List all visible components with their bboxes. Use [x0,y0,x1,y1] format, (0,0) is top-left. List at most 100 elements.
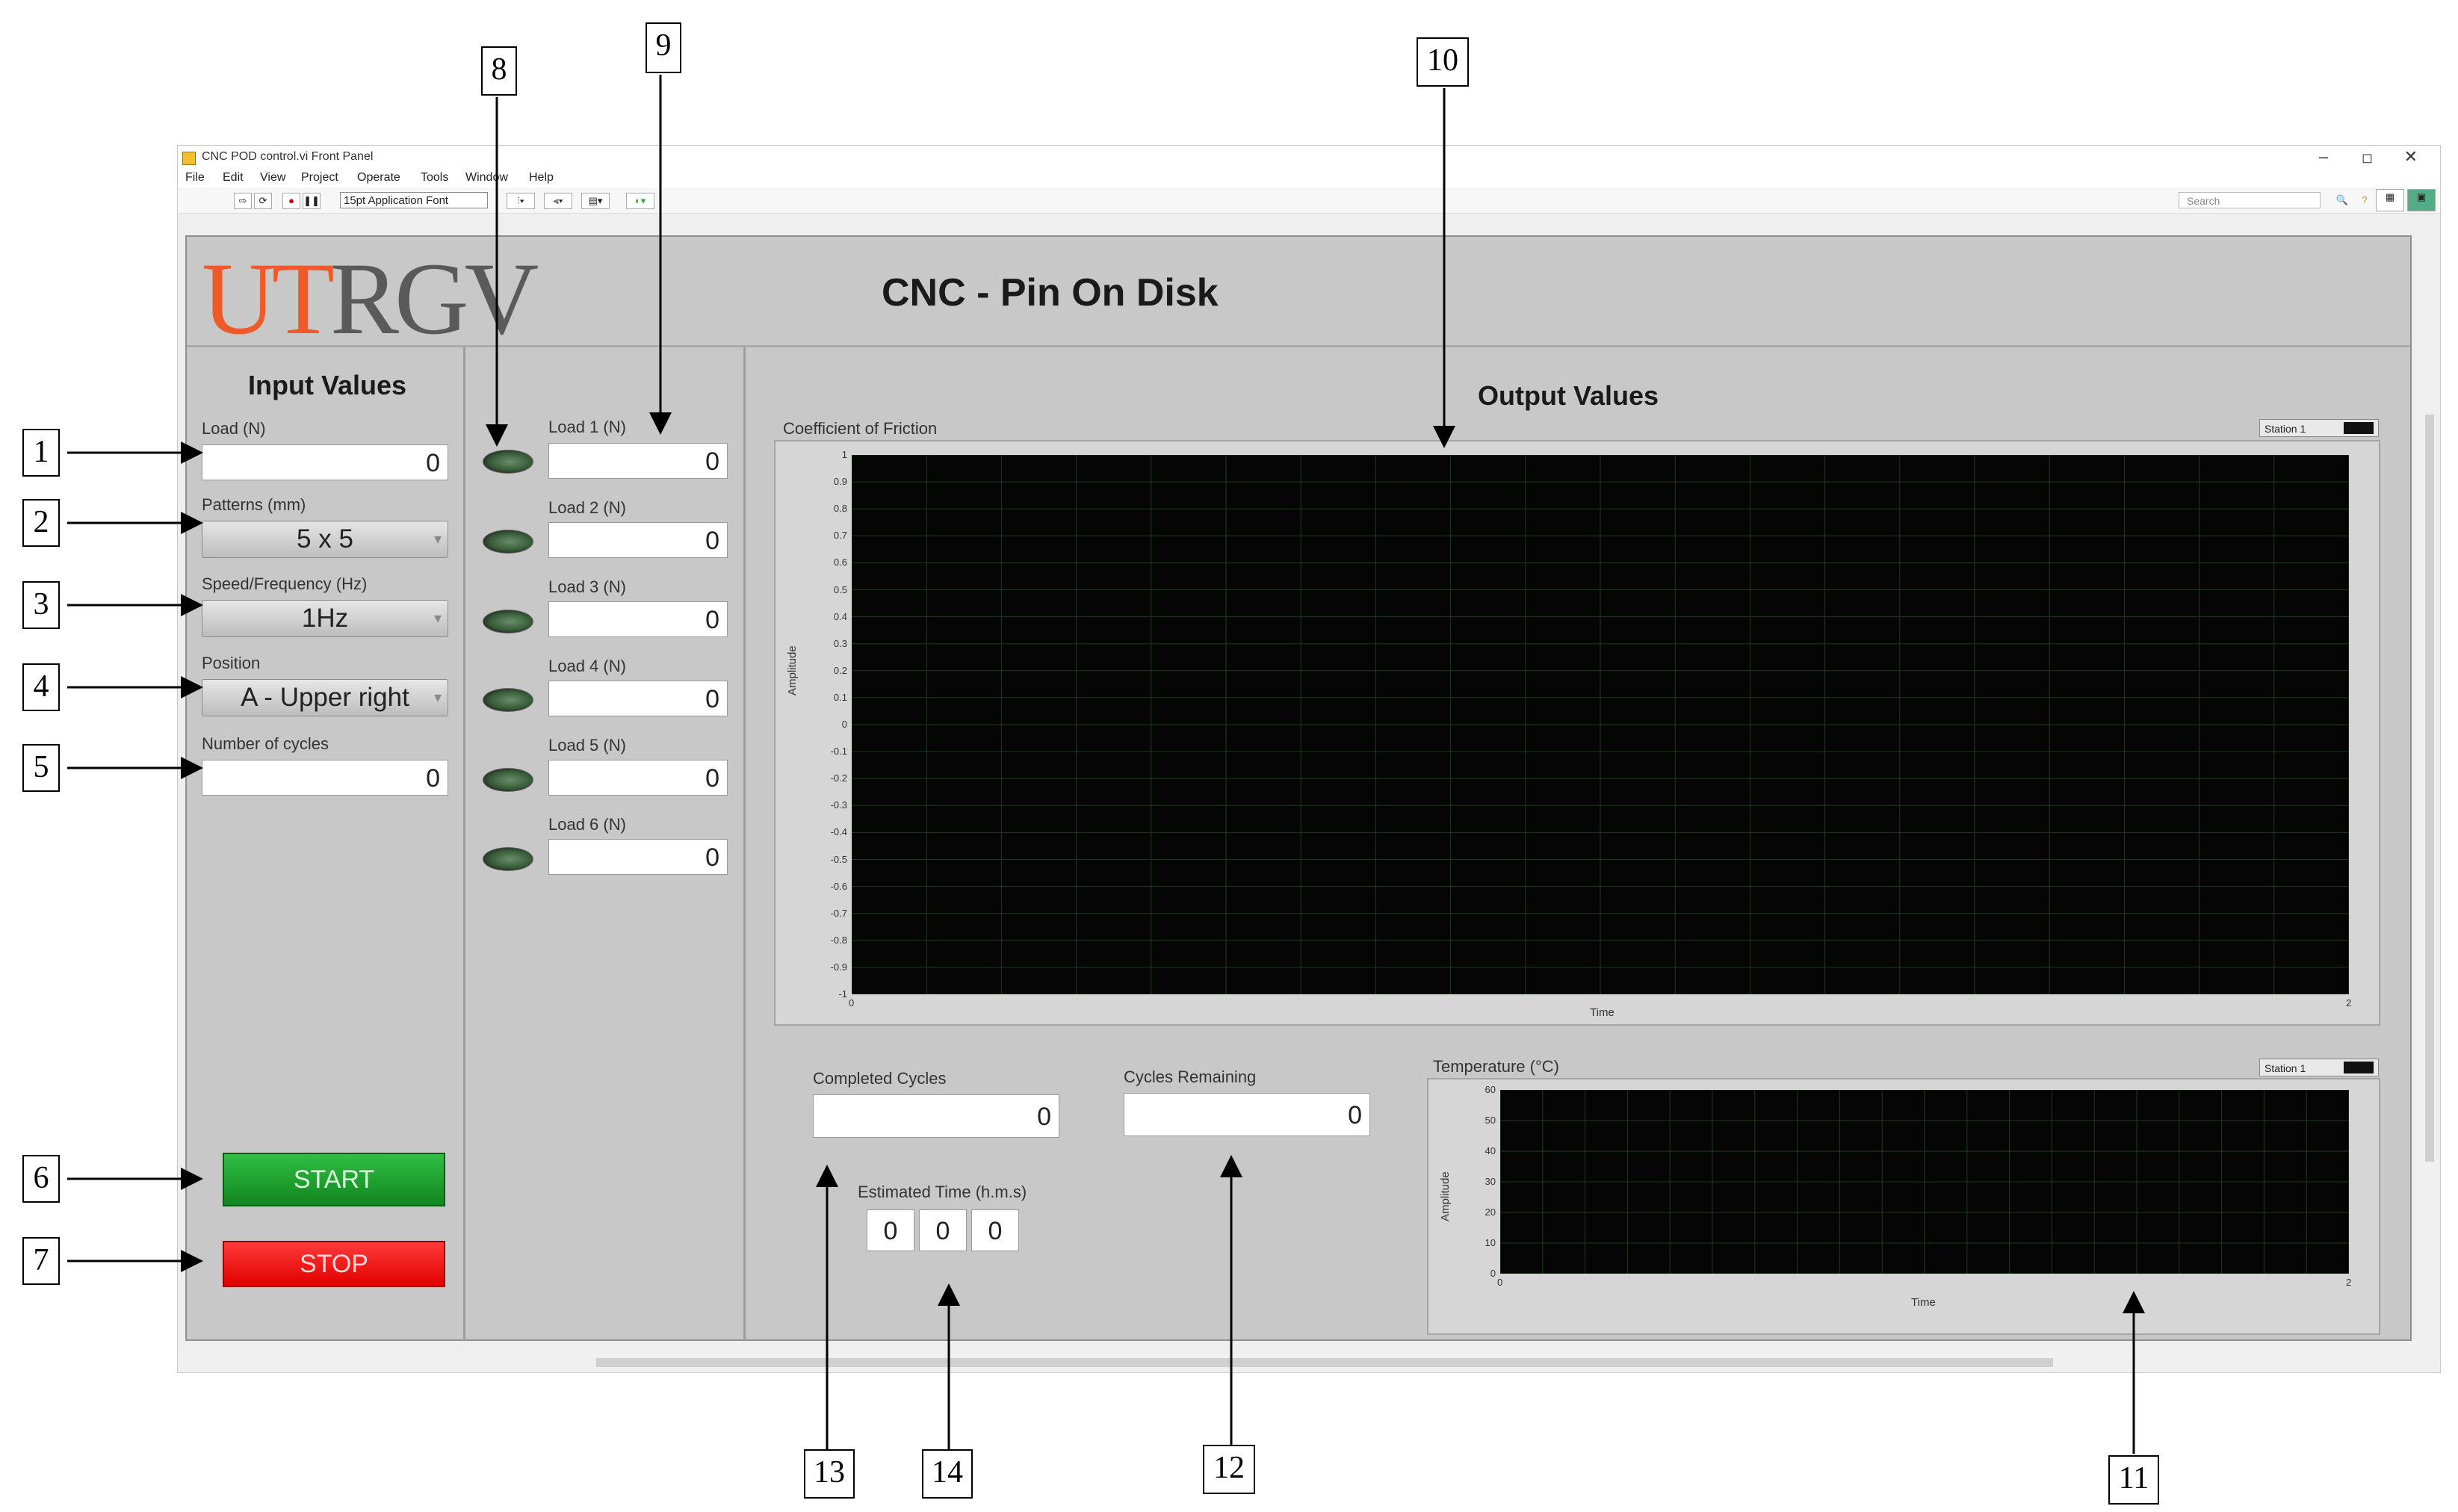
search-icon[interactable]: 🔍 [2335,194,2349,205]
callout-13: 13 [804,1449,855,1499]
callout-9: 9 [646,22,681,73]
y-tick-label: 60 [1485,1084,1496,1095]
y-tick-label: -0.3 [830,799,847,811]
start-button[interactable]: START [223,1153,445,1206]
cycles-input[interactable]: 0 [202,760,448,796]
load-3-led[interactable] [483,610,533,633]
y-tick-label: 0.1 [833,691,847,703]
menu-tools[interactable]: Tools [421,171,449,184]
load-1-label: Load 1 (N) [548,418,626,436]
y-tick-label: 0.8 [833,503,847,515]
dropdown-arrow-icon: ▾ [433,531,442,548]
y-tick-label: 1 [841,449,847,460]
maximize-button[interactable]: ◻ [2362,150,2373,165]
cof-plot-area[interactable] [852,455,2349,994]
load-6-value[interactable]: 0 [548,839,728,875]
distribute-objects-icon[interactable]: ⫷▾ [544,193,572,209]
page-title: CNC - Pin On Disk [882,271,1219,315]
callout-10: 10 [1417,37,1469,87]
load-1-value[interactable]: 0 [548,443,728,479]
utrgv-logo: UTRGV [202,241,539,356]
run-arrow-icon[interactable]: ⇨ [234,193,252,209]
scroll-thumb[interactable] [596,1358,2053,1367]
load-5-value[interactable]: 0 [548,760,728,796]
reorder-icon[interactable]: ◐▾ [626,193,654,209]
position-select[interactable]: A - Upper right▾ [202,679,448,716]
y-tick-label: 0.9 [833,476,847,488]
menu-operate[interactable]: Operate [357,171,400,184]
menu-bar: File Edit View Project Operate Tools Win… [178,168,2440,188]
cof-x-axis-label: Time [1590,1006,1615,1019]
callout-11: 11 [2108,1455,2159,1505]
align-objects-icon[interactable]: ⫶▾ [507,193,535,209]
load-2-led[interactable] [483,530,533,554]
y-tick-label: -0.5 [830,853,847,865]
header-divider [187,345,2410,347]
vertical-scrollbar[interactable] [2422,228,2437,1348]
load-4-label: Load 4 (N) [548,657,626,675]
help-icon[interactable]: ? [2362,194,2368,205]
y-tick-label: 0 [841,719,847,730]
temperature-graph-title: Temperature (°C) [1433,1057,1559,1076]
y-tick-label: 10 [1485,1237,1496,1248]
x-tick-label: 2 [2346,1277,2352,1288]
y-tick-label: -1 [838,988,847,1000]
menu-help[interactable]: Help [529,171,554,184]
patterns-select[interactable]: 5 x 5▾ [202,521,448,558]
app-icon [182,152,196,165]
cycles-remaining-value: 0 [1124,1093,1370,1136]
font-selector[interactable]: 15pt Application Font [340,192,488,208]
labview-window: CNC POD control.vi Front Panel – ◻ ✕ Fil… [177,145,2441,1373]
horizontal-scrollbar[interactable] [178,1353,2440,1372]
callout-7: 7 [22,1237,60,1285]
load-input[interactable]: 0 [202,444,448,480]
menu-edit[interactable]: Edit [223,171,244,184]
load-5-led[interactable] [483,768,533,792]
menu-project[interactable]: Project [301,171,338,184]
load-label: Load (N) [202,419,266,438]
temperature-legend[interactable]: Station 1 [2259,1059,2379,1076]
menu-file[interactable]: File [185,171,205,184]
load-2-label: Load 2 (N) [548,498,626,517]
y-tick-label: 0 [1490,1268,1496,1279]
callout-8: 8 [481,46,517,96]
scroll-thumb[interactable] [2425,415,2434,1162]
speed-select[interactable]: 1Hz▾ [202,600,448,637]
est-hours-value: 0 [867,1209,914,1251]
est-minutes-value: 0 [919,1209,967,1251]
y-tick-label: -0.4 [830,826,847,838]
resize-objects-icon[interactable]: ▤▾ [581,193,610,209]
load-6-led[interactable] [483,847,533,871]
vi-icon: ▣ [2407,189,2436,211]
minimize-button[interactable]: – [2318,147,2328,166]
callout-12: 12 [1203,1445,1255,1494]
search-input[interactable]: Search [2179,192,2321,208]
load-6-label: Load 6 (N) [548,815,626,834]
load-2-value[interactable]: 0 [548,522,728,558]
load-4-value[interactable]: 0 [548,681,728,716]
dropdown-arrow-icon: ▾ [433,610,442,627]
cof-legend[interactable]: Station 1 [2259,419,2379,437]
run-continuously-icon[interactable]: ⟳ [254,193,272,209]
y-tick-label: 50 [1485,1115,1496,1126]
cycles-label: Number of cycles [202,734,329,753]
temperature-plot-area[interactable] [1500,1090,2349,1274]
estimated-time-label: Estimated Time (h.m.s) [858,1183,1027,1201]
callout-5: 5 [22,744,60,792]
est-seconds-value: 0 [971,1209,1019,1251]
load-3-value[interactable]: 0 [548,601,728,637]
menu-view[interactable]: View [260,171,286,184]
load-4-led[interactable] [483,688,533,712]
x-tick-label: 2 [2346,997,2352,1008]
callout-3: 3 [22,581,60,629]
close-button[interactable]: ✕ [2403,147,2418,166]
x-tick-label: 0 [849,997,855,1008]
stop-button[interactable]: STOP [223,1241,445,1287]
pause-icon[interactable]: ❚❚ [303,193,321,209]
y-tick-label: -0.8 [830,934,847,946]
load-1-led[interactable] [483,450,533,474]
abort-icon[interactable]: ● [282,193,300,209]
